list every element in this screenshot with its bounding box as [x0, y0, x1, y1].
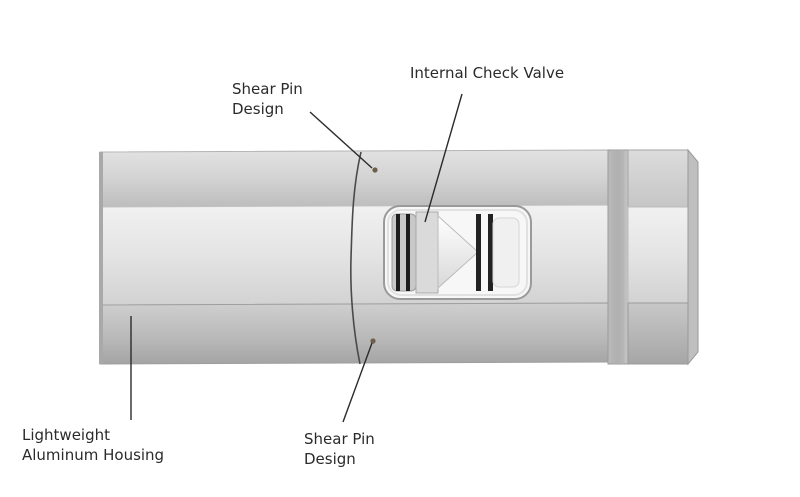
shear-pin-top-dot — [372, 167, 378, 173]
label-internal-check-valve: Internal Check Valve — [410, 63, 564, 83]
swivel-groove — [607, 149, 629, 365]
shear-pin-bottom-dot — [370, 338, 376, 344]
swivel-nut — [627, 148, 699, 366]
label-shear-pin-bottom-line1: Shear Pin — [304, 430, 375, 448]
label-lightweight-housing-line1: Lightweight — [22, 426, 111, 444]
leader-internal-check-valve — [424, 93, 463, 223]
leader-lines — [130, 93, 463, 423]
label-shear-pin-top-line2: Design — [232, 100, 284, 118]
label-lightweight-housing: Lightweight Aluminum Housing — [22, 425, 164, 465]
check-valve-window — [383, 205, 532, 300]
shear-seam-line — [350, 151, 362, 365]
label-shear-pin-top-line1: Shear Pin — [232, 80, 303, 98]
leader-shear-pin-bottom — [342, 342, 373, 423]
label-shear-pin-bottom-line2: Design — [304, 450, 356, 468]
label-shear-pin-top: Shear Pin Design — [232, 79, 303, 119]
leader-shear-pin-top — [309, 111, 373, 169]
label-internal-check-valve-text: Internal Check Valve — [410, 64, 565, 82]
label-shear-pin-bottom: Shear Pin Design — [304, 429, 375, 469]
label-lightweight-housing-line2: Aluminum Housing — [22, 446, 165, 464]
